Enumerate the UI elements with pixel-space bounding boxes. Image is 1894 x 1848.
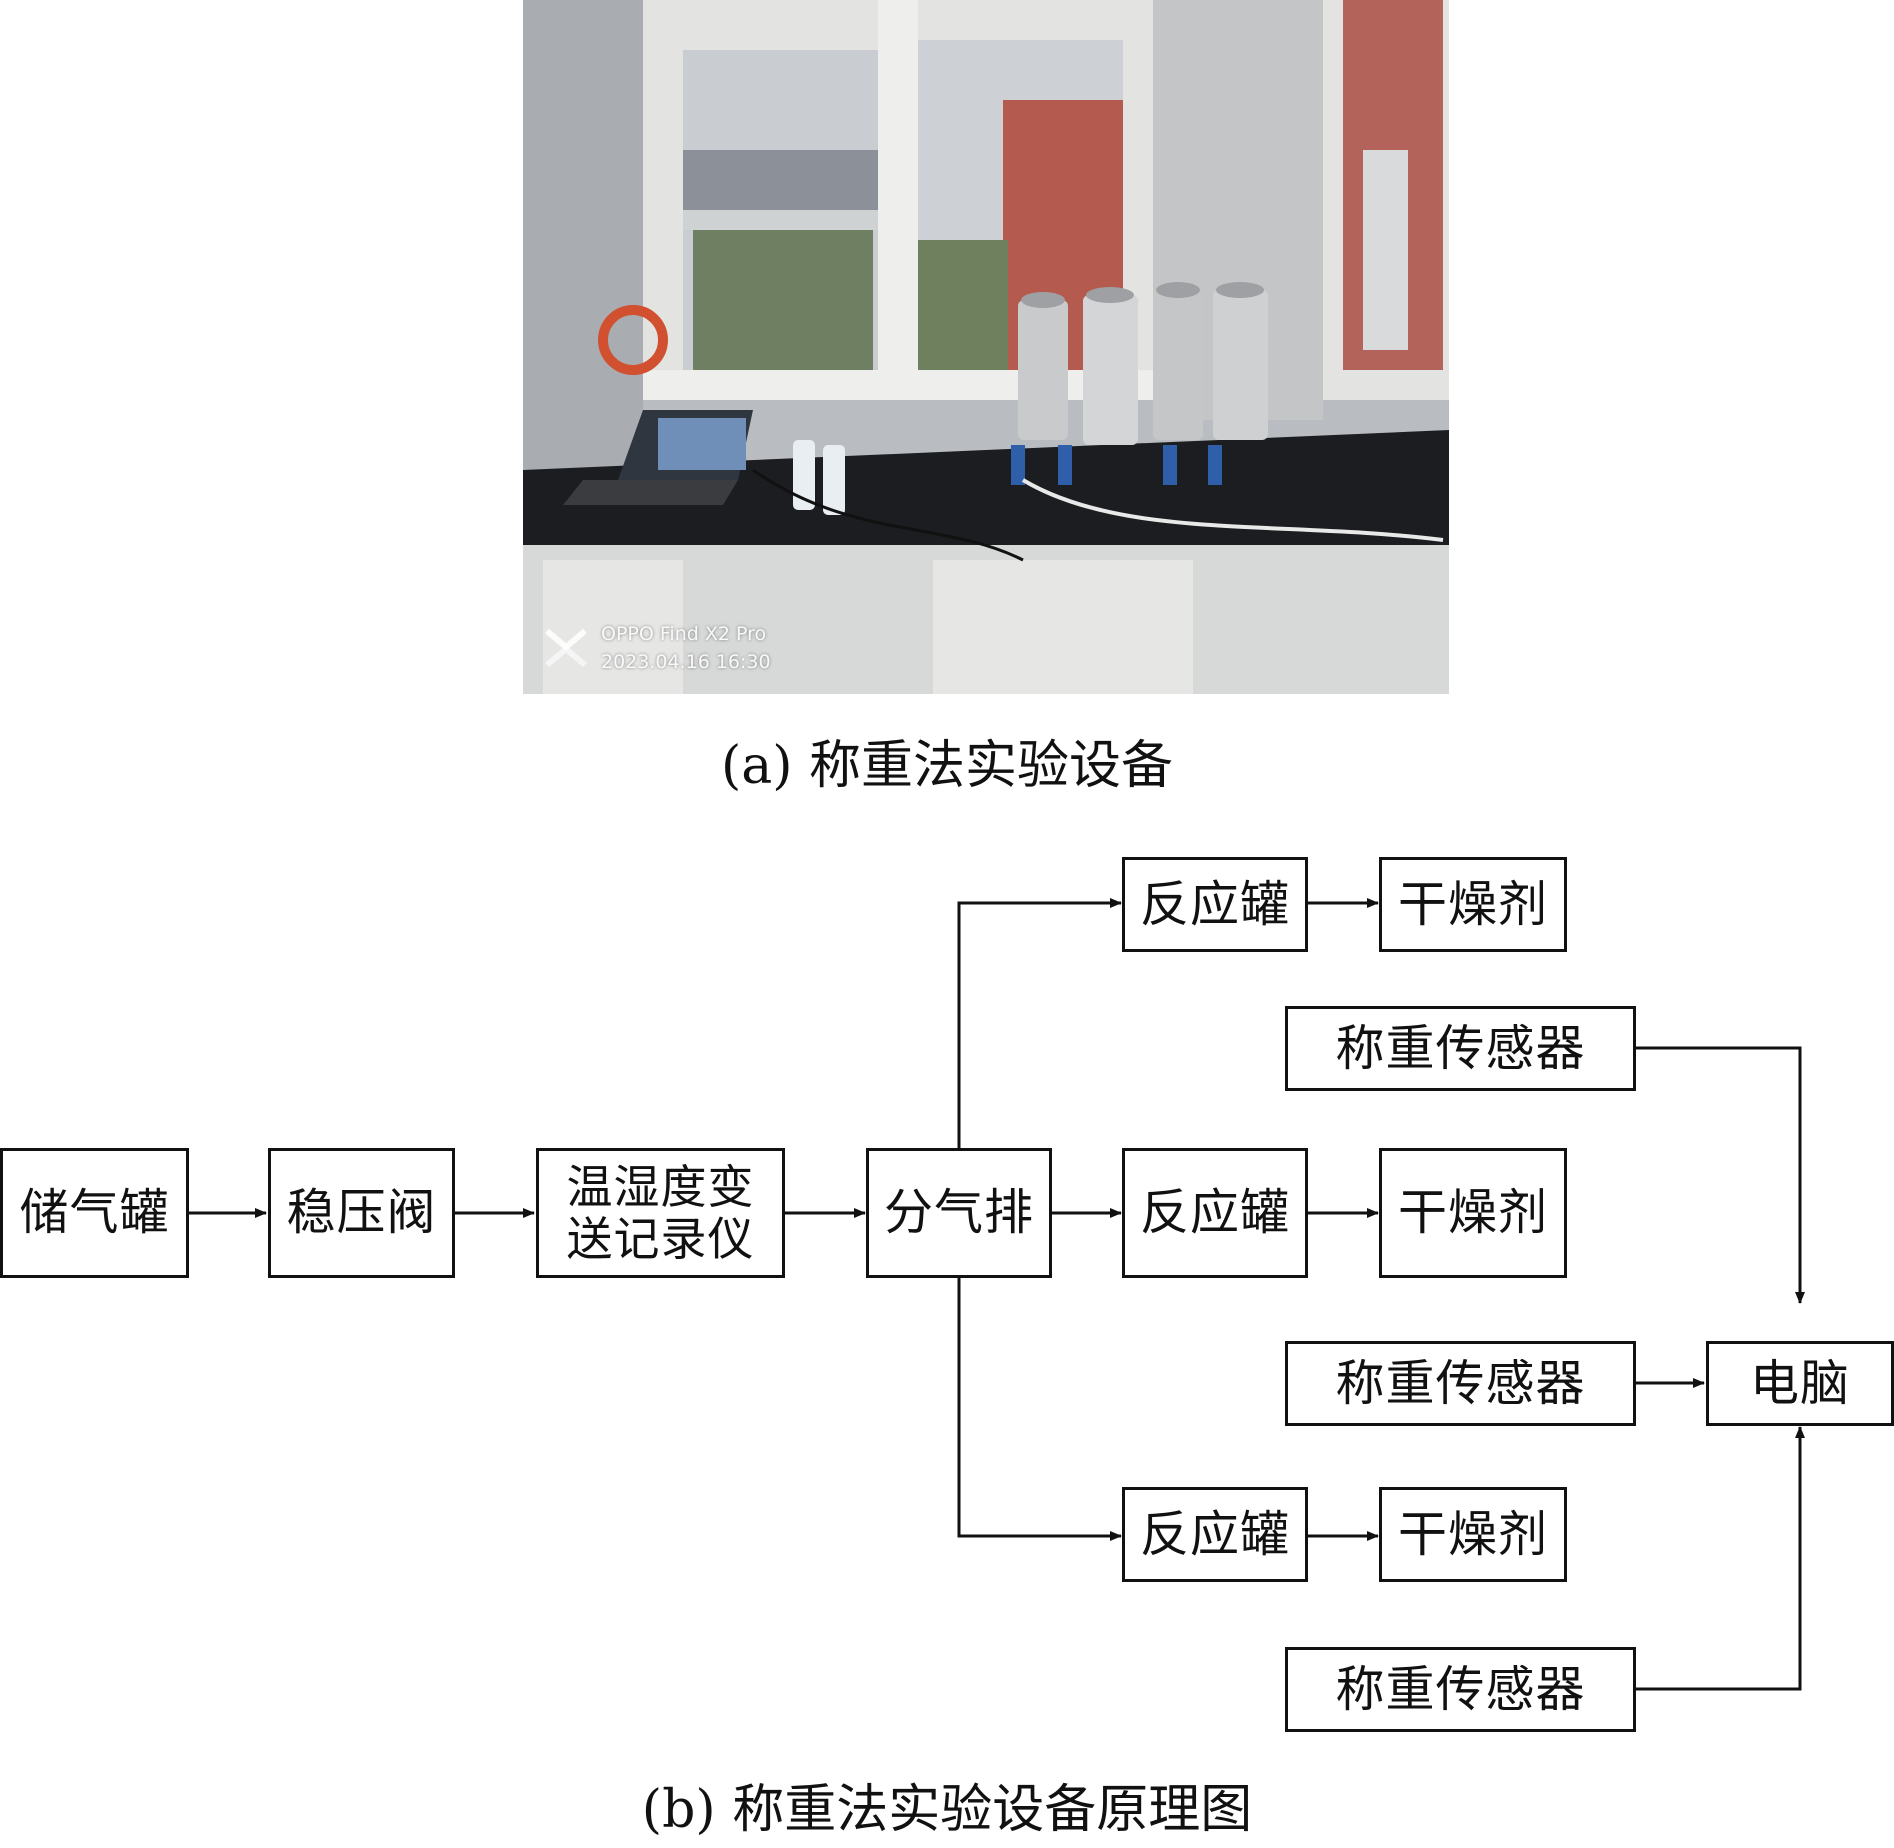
weighing-sensor-box: 称重传感器: [1285, 1647, 1636, 1732]
desiccant-label: 干燥剂: [1397, 1505, 1548, 1563]
reactor-box: 反应罐: [1122, 1148, 1308, 1278]
arrow-manifold-to-reactor-top: [957, 898, 1122, 1148]
equipment-photo: OPPO Find X2 Pro 2023.04.16 16:30: [523, 0, 1449, 694]
reactor-box: 反应罐: [1122, 1487, 1308, 1582]
computer-label: 电脑: [1749, 1354, 1850, 1412]
arrow-sensor-top-to-computer: [1636, 1046, 1805, 1304]
caption-a: (a) 称重法实验设备: [720, 736, 1174, 796]
computer-box: 电脑: [1706, 1341, 1894, 1426]
camera-brand-logo: [545, 628, 587, 668]
weighing-sensor-box: 称重传感器: [1285, 1006, 1636, 1091]
storage-tank-label: 储气罐: [19, 1184, 170, 1241]
weighing-sensor-label: 称重传感器: [1335, 1019, 1586, 1077]
camera-watermark: OPPO Find X2 Pro 2023.04.16 16:30: [543, 620, 771, 676]
weighing-sensor-box: 称重传感器: [1285, 1341, 1636, 1426]
desiccant-box: 干燥剂: [1379, 857, 1567, 952]
watermark-timestamp: 2023.04.16 16:30: [601, 651, 771, 673]
weighing-sensor-label: 称重传感器: [1335, 1660, 1586, 1718]
storage-tank-box: 储气罐: [0, 1148, 189, 1278]
th-recorder-label-line1: 温湿度变: [566, 1160, 755, 1214]
reactor-label: 反应罐: [1139, 1184, 1290, 1241]
desiccant-box: 干燥剂: [1379, 1148, 1567, 1278]
reactor-label: 反应罐: [1139, 1505, 1290, 1563]
watermark-text: OPPO Find X2 Pro 2023.04.16 16:30: [601, 620, 771, 676]
gas-manifold-label: 分气排: [883, 1184, 1034, 1241]
desiccant-label: 干燥剂: [1397, 875, 1548, 933]
caption-b: (b) 称重法实验设备原理图: [641, 1780, 1253, 1840]
reactor-label: 反应罐: [1139, 875, 1290, 933]
pressure-valve-box: 稳压阀: [268, 1148, 455, 1278]
arrow-sensor-bottom-to-computer: [1636, 1426, 1805, 1691]
th-recorder-box: 温湿度变 送记录仪: [536, 1148, 785, 1278]
gas-manifold-box: 分气排: [866, 1148, 1052, 1278]
desiccant-box: 干燥剂: [1379, 1487, 1567, 1582]
reactor-box: 反应罐: [1122, 857, 1308, 952]
lab-scene-illustration: [523, 0, 1449, 694]
arrow-manifold-to-reactor-bottom: [957, 1278, 1122, 1541]
watermark-device: OPPO Find X2 Pro: [601, 623, 767, 645]
desiccant-label: 干燥剂: [1397, 1184, 1548, 1241]
pressure-valve-label: 稳压阀: [286, 1184, 437, 1241]
th-recorder-label-line2: 送记录仪: [566, 1212, 755, 1266]
weighing-sensor-label: 称重传感器: [1335, 1354, 1586, 1412]
